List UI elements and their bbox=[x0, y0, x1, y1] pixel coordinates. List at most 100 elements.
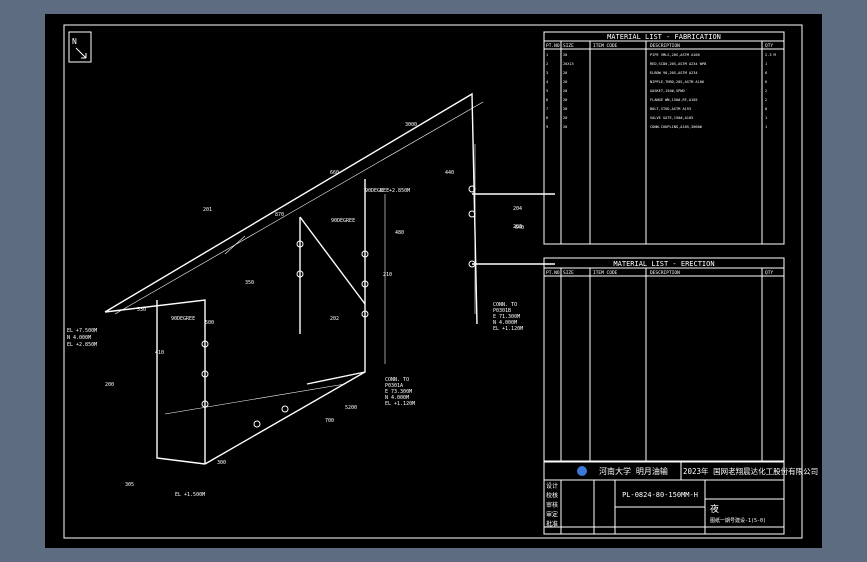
point-label: 200 bbox=[105, 382, 114, 388]
valve-symbol bbox=[468, 185, 476, 193]
point-label: 201 bbox=[203, 207, 212, 213]
valve-symbol bbox=[296, 270, 304, 278]
table-cell: 8 bbox=[546, 116, 548, 120]
connection-label: EL +1.120M bbox=[493, 326, 523, 332]
valve-symbol bbox=[296, 240, 304, 248]
sign-label: 设计 bbox=[546, 482, 558, 490]
dimension-label: 440 bbox=[445, 170, 454, 176]
table-cell: ELBOW 90,20S,ASTM A234 bbox=[650, 71, 698, 75]
elevation-label: N 4.000M bbox=[67, 335, 91, 341]
dimension-label: 660 bbox=[330, 170, 339, 176]
elevation-label: EL +2.850M bbox=[67, 342, 97, 348]
dimension-label: 480 bbox=[395, 230, 404, 236]
dimension-label: 3000 bbox=[405, 122, 417, 128]
valve-symbol bbox=[281, 405, 289, 413]
north-label: N bbox=[72, 37, 77, 46]
table-cell: 20 bbox=[563, 107, 567, 111]
company-name: 2023年 国网老翔晨达化工股份有限公司 bbox=[683, 466, 818, 476]
table-cell: 20 bbox=[563, 89, 567, 93]
table-cell: 20X15 bbox=[563, 62, 574, 66]
table-cell: 9 bbox=[546, 125, 548, 129]
table-cell: NIPPLE,THRD,20S,ASTM A106 bbox=[650, 80, 704, 84]
table-header: QTY bbox=[765, 270, 773, 276]
connection-label: E 73.300M bbox=[385, 389, 412, 395]
sign-label: 审核 bbox=[546, 501, 558, 509]
point-label: 210 bbox=[383, 272, 392, 278]
drawing-number: PL-0824-80-150MM-H bbox=[622, 491, 698, 499]
fabrication-title: MATERIAL LIST - FABRICATION bbox=[607, 33, 721, 41]
table-cell: 1 bbox=[765, 125, 767, 129]
pipe-network bbox=[104, 92, 555, 465]
valve-symbol bbox=[253, 420, 261, 428]
sign-label: 审定 bbox=[546, 511, 558, 519]
table-cell: 6 bbox=[765, 71, 767, 75]
valve-symbol bbox=[468, 260, 476, 268]
school-name: 河南大学 明月油输 bbox=[599, 466, 668, 476]
point-label: 203 bbox=[513, 224, 522, 230]
pipe-label: 90DEGREE bbox=[365, 188, 389, 194]
dimension-label: 700 bbox=[325, 418, 334, 424]
table-header: ITEM CODE bbox=[593, 43, 618, 49]
dimension-label: 870 bbox=[275, 212, 284, 218]
connection-label: P0301B bbox=[493, 308, 511, 314]
table-cell: 2 bbox=[765, 89, 767, 93]
pipe-label: 90DEGREE bbox=[171, 316, 195, 322]
connection-label: EL +1.120M bbox=[385, 401, 415, 407]
point-label: 202 bbox=[330, 316, 339, 322]
table-header: QTY bbox=[765, 43, 773, 49]
table-cell: BOLT,STUD,ASTM A193 bbox=[650, 107, 691, 111]
title-block: 河南大学 明月油输 2023年 国网老翔晨达化工股份有限公司 PL-0824-8… bbox=[543, 461, 818, 535]
north-box bbox=[68, 31, 92, 63]
table-cell: 6 bbox=[546, 98, 548, 102]
dimension-label: 350 bbox=[245, 280, 254, 286]
sign-label: 批准 bbox=[546, 520, 558, 528]
point-label: 204 bbox=[513, 206, 522, 212]
elevation-label: EL +2.850M bbox=[380, 188, 410, 194]
connection-label: CONN. TO bbox=[385, 377, 409, 383]
valve-symbol bbox=[361, 310, 369, 318]
valve-symbol bbox=[361, 250, 369, 258]
table-cell: 1 bbox=[546, 53, 548, 57]
table-header: DESCRIPTION bbox=[650, 270, 680, 276]
table-cell: 4 bbox=[546, 80, 548, 84]
table-cell: PIPE SMLS,20S,ASTM A106 bbox=[650, 53, 700, 57]
table-header: SIZE bbox=[563, 270, 574, 276]
table-cell: 20 bbox=[563, 98, 567, 102]
outer-frame bbox=[63, 24, 803, 539]
connection-label: CONN. TO bbox=[493, 302, 517, 308]
erection-title: MATERIAL LIST - ERECTION bbox=[613, 260, 714, 268]
point-label: 300 bbox=[217, 460, 226, 466]
table-cell: 2 bbox=[546, 62, 548, 66]
pipe-label: 90DEGREE bbox=[331, 218, 355, 224]
valve-symbol bbox=[468, 210, 476, 218]
table-cell: RED,SC80,20S,ASTM A234 WPB bbox=[650, 62, 706, 66]
table-cell: 2 bbox=[765, 98, 767, 102]
table-cell: 1 bbox=[765, 116, 767, 120]
sign-label: 校核 bbox=[546, 492, 558, 500]
table-header: PT.NO bbox=[546, 43, 560, 49]
table-cell: 20 bbox=[563, 80, 567, 84]
dimension-lines bbox=[114, 101, 484, 415]
table-cell: 6 bbox=[765, 80, 767, 84]
point-label: 305 bbox=[125, 482, 134, 488]
dimension-label: 640 bbox=[515, 225, 524, 231]
valve-symbol bbox=[201, 340, 209, 348]
table-cell: 1 bbox=[765, 62, 767, 66]
valve-symbol bbox=[201, 370, 209, 378]
title-big-char: 夜 bbox=[710, 503, 719, 515]
north-arrow-icon bbox=[75, 47, 87, 59]
connection-label: N 4.000M bbox=[493, 320, 517, 326]
table-cell: 7 bbox=[546, 107, 548, 111]
table-cell: 20 bbox=[563, 116, 567, 120]
connection-label: P0301A bbox=[385, 383, 403, 389]
connection-label: N 4.000M bbox=[385, 395, 409, 401]
table-cell: 2.3 M bbox=[765, 53, 777, 57]
dimension-label: 5200 bbox=[345, 405, 357, 411]
table-cell: 20 bbox=[563, 53, 567, 57]
table-header: PT.NO bbox=[546, 270, 560, 276]
table-cell: VALVE GATE,150#,A105 bbox=[650, 116, 693, 120]
